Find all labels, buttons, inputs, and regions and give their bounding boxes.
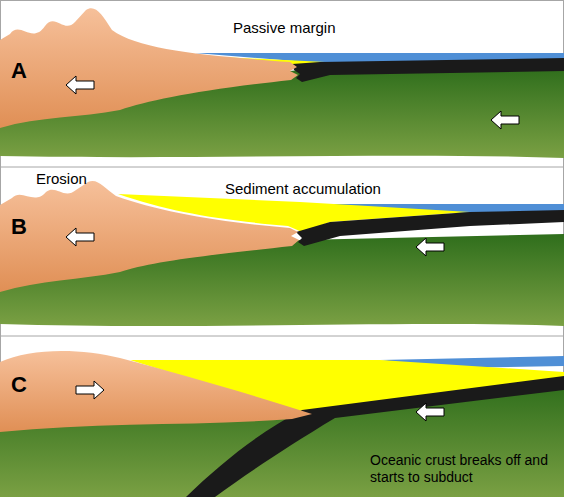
panel-c bbox=[0, 351, 564, 497]
motion-arrow bbox=[416, 403, 444, 421]
section-note: Passive margin bbox=[233, 19, 433, 37]
continental-crust bbox=[0, 181, 299, 292]
panel-divider bbox=[0, 167, 564, 168]
panel-letter: A bbox=[11, 58, 41, 84]
oceanic-crust bbox=[292, 58, 564, 82]
continental-crust bbox=[0, 351, 312, 432]
panel-divider bbox=[0, 336, 564, 337]
section-note: Sediment accumulation bbox=[225, 180, 445, 198]
motion-arrow bbox=[416, 238, 444, 256]
motion-arrow bbox=[76, 381, 104, 399]
panel-letter: B bbox=[11, 214, 41, 240]
panel-a bbox=[0, 8, 564, 158]
motion-arrow bbox=[66, 76, 94, 94]
panel-b bbox=[0, 181, 564, 326]
motion-arrow bbox=[66, 228, 94, 246]
section-note: Oceanic crust breaks off and starts to s… bbox=[370, 452, 560, 486]
motion-arrow bbox=[491, 111, 519, 129]
section-note: Erosion bbox=[36, 170, 156, 188]
oceanic-crust bbox=[296, 210, 564, 246]
panel-letter: C bbox=[11, 372, 41, 398]
